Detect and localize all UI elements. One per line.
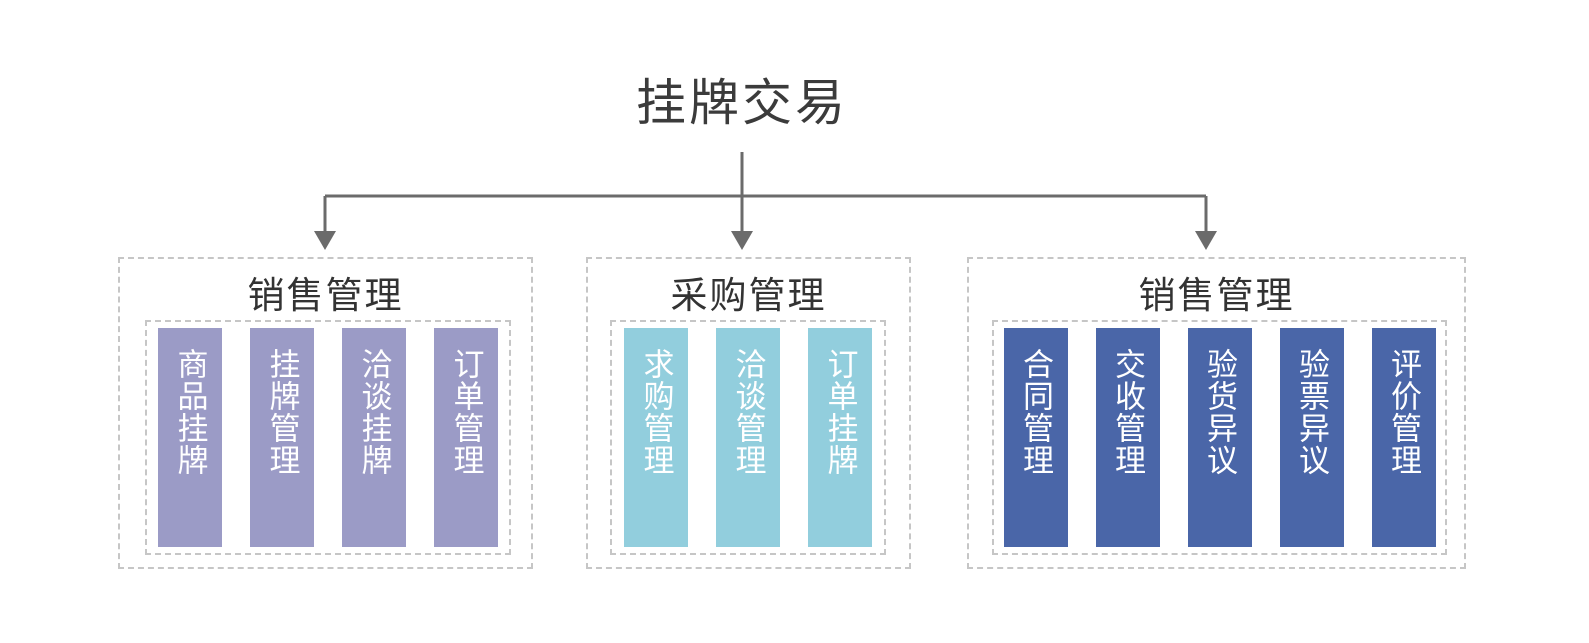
card-label: 挂牌管理 bbox=[264, 348, 300, 476]
arrow-head-left bbox=[314, 231, 336, 250]
card-item[interactable]: 订单管理 bbox=[434, 328, 498, 547]
card-rail: 求购管理 洽谈管理 订单挂牌 bbox=[610, 320, 886, 555]
card-item[interactable]: 评价管理 bbox=[1371, 328, 1436, 547]
group-title: 销售管理 bbox=[247, 275, 404, 316]
card-item[interactable]: 洽谈挂牌 bbox=[342, 328, 406, 547]
card-label: 合同管理 bbox=[1018, 348, 1053, 476]
card-item[interactable]: 交收管理 bbox=[1095, 328, 1160, 547]
card-item[interactable]: 验票异议 bbox=[1279, 328, 1344, 547]
card-label: 洽谈挂牌 bbox=[356, 348, 392, 476]
card-item[interactable]: 挂牌管理 bbox=[250, 328, 314, 547]
card-label: 求购管理 bbox=[638, 348, 674, 476]
card-item[interactable]: 验货异议 bbox=[1187, 328, 1252, 547]
card-label: 商品挂牌 bbox=[172, 348, 208, 476]
card-item[interactable]: 商品挂牌 bbox=[158, 328, 222, 547]
card-label: 验票异议 bbox=[1294, 348, 1329, 476]
group-title: 销售管理 bbox=[1138, 275, 1295, 316]
card-rail: 商品挂牌 挂牌管理 洽谈挂牌 订单管理 bbox=[145, 320, 511, 555]
card-label: 验货异议 bbox=[1202, 348, 1237, 476]
card-item[interactable]: 求购管理 bbox=[624, 328, 688, 547]
group-sales-management: 销售管理 商品挂牌 挂牌管理 洽谈挂牌 订单管理 bbox=[118, 257, 533, 569]
group-sales-management-2: 销售管理 合同管理 交收管理 验货异议 验票异议 评价管理 bbox=[967, 257, 1466, 569]
card-item[interactable]: 洽谈管理 bbox=[716, 328, 780, 547]
card-rail: 合同管理 交收管理 验货异议 验票异议 评价管理 bbox=[992, 320, 1447, 555]
group-procurement-management: 采购管理 求购管理 洽谈管理 订单挂牌 bbox=[586, 257, 911, 569]
arrow-head-right bbox=[1195, 231, 1217, 250]
card-item[interactable]: 合同管理 bbox=[1003, 328, 1068, 547]
card-label: 评价管理 bbox=[1386, 348, 1421, 476]
group-title: 采购管理 bbox=[670, 275, 827, 316]
card-label: 订单管理 bbox=[448, 348, 484, 476]
card-label: 洽谈管理 bbox=[730, 348, 766, 476]
diagram-title: 挂牌交易 bbox=[636, 75, 848, 131]
arrow-head-center bbox=[731, 231, 753, 250]
card-label: 交收管理 bbox=[1110, 348, 1145, 476]
card-label: 订单挂牌 bbox=[822, 348, 858, 476]
card-item[interactable]: 订单挂牌 bbox=[808, 328, 872, 547]
